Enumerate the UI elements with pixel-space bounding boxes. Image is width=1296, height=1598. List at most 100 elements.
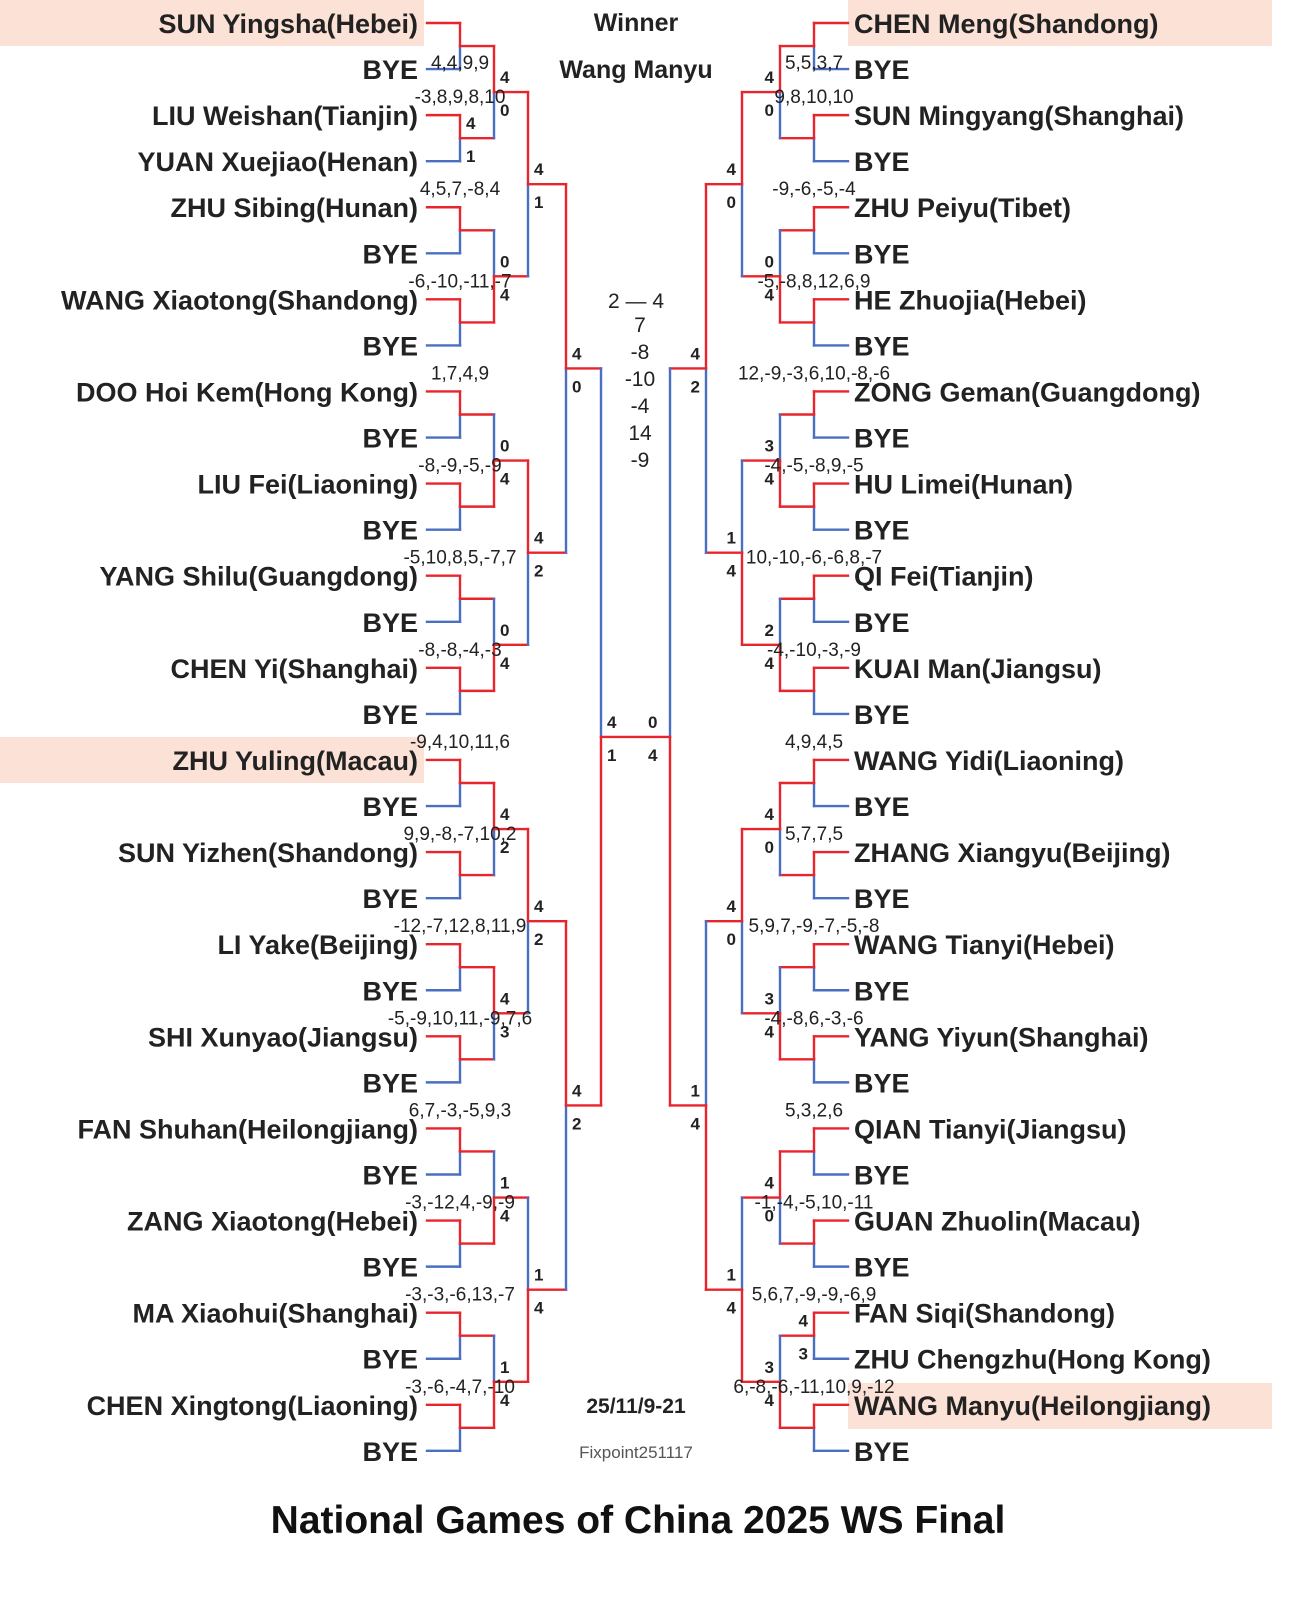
left-left_r1-match-2-top-score: 4 xyxy=(466,114,476,133)
right-right_r1-match-15-bottom-score: 3 xyxy=(799,1345,808,1364)
left-player-5: ZHU Sibing(Hunan) xyxy=(171,193,418,223)
right-player-28: BYE xyxy=(854,1253,910,1283)
left-left_r2-match-5-bottom-score: 2 xyxy=(500,838,509,857)
left-player-19: SUN Yizhen(Shandong) xyxy=(118,838,418,868)
left-player-30: BYE xyxy=(362,1345,418,1375)
right-pair-9-game-scores: 4,9,4,5 xyxy=(785,732,843,753)
right-right_r2-match-6-bottom-score: 4 xyxy=(765,1022,775,1041)
left-player-6: BYE xyxy=(362,239,418,269)
final-game-1: 7 xyxy=(634,314,646,337)
left-pair-12-game-scores: -5,-9,10,11,-9,7,6 xyxy=(388,1008,532,1029)
left-player-1: SUN Yingsha(Hebei) xyxy=(158,9,418,39)
left-left_r4-match-1-top-score: 4 xyxy=(572,344,582,363)
right-right_r2-match-7-bottom-score: 0 xyxy=(765,1207,774,1226)
final-game-3: -10 xyxy=(625,368,655,391)
left-left_r3-match-1-bottom-score: 1 xyxy=(534,193,543,212)
right-player-10: BYE xyxy=(854,424,910,454)
right-right_r2-match-2-bottom-score: 4 xyxy=(765,285,775,304)
right-player-29: FAN Siqi(Shandong) xyxy=(854,1299,1115,1329)
left-player-2: BYE xyxy=(362,55,418,85)
highlight-wang-manyu xyxy=(848,1383,1272,1429)
highlight-sun-yingsha xyxy=(0,0,424,46)
right-player-14: BYE xyxy=(854,608,910,638)
right-right_r2-match-2-top-score: 0 xyxy=(765,252,774,271)
left-player-26: BYE xyxy=(362,1161,418,1191)
right-right_r3-match-4-top-score: 1 xyxy=(727,1266,736,1285)
right-pair-7-game-scores: 10,-10,-6,-6,8,-7 xyxy=(746,548,882,569)
left-pair-1-game-scores: 4,4,9,9 xyxy=(431,53,489,74)
left-player-21: LI Yake(Beijing) xyxy=(217,930,418,960)
left-pair-15-game-scores: -3,-3,-6,13,-7 xyxy=(405,1285,515,1306)
left-left_r2-match-8-top-score: 1 xyxy=(500,1358,509,1377)
left-pair-7-game-scores: -5,10,8,5,-7,7 xyxy=(403,548,516,569)
left-player-29: MA Xiaohui(Shanghai) xyxy=(133,1299,419,1329)
bracket-lines xyxy=(425,21,850,1453)
winner-name: Wang Manyu xyxy=(559,56,712,84)
left-player-12: BYE xyxy=(362,516,418,546)
left-player-20: BYE xyxy=(362,884,418,914)
right-player-23: YANG Yiyun(Shanghai) xyxy=(854,1022,1149,1052)
left-player-13: YANG Shilu(Guangdong) xyxy=(100,562,418,592)
left-player-10: BYE xyxy=(362,424,418,454)
right-right_r2-match-8-bottom-score: 4 xyxy=(765,1391,775,1410)
right-right_r4-match-1-top-score: 4 xyxy=(691,344,701,363)
right-right_r3-match-3-top-score: 4 xyxy=(727,897,737,916)
left-player-7: WANG Xiaotong(Shandong) xyxy=(61,285,418,315)
left-left_r2-match-4-top-score: 0 xyxy=(500,621,509,640)
right-player-4: BYE xyxy=(854,147,910,177)
right-pair-4-game-scores: -5,-8,8,12,6,9 xyxy=(757,271,870,292)
left-left_r3-match-3-top-score: 4 xyxy=(534,897,544,916)
left-player-3: LIU Weishan(Tianjin) xyxy=(152,101,418,131)
left-player-18: BYE xyxy=(362,792,418,822)
left-player-8: BYE xyxy=(362,331,418,361)
right-pair-16-game-scores: 6,-8,-6,-11,10,9,-12 xyxy=(733,1377,894,1398)
left-left_r4-match-1-bottom-score: 0 xyxy=(572,377,581,396)
left-pair-4-game-scores: -6,-10,-11,-7 xyxy=(408,271,511,292)
left-left_r3-match-4-top-score: 1 xyxy=(534,1266,543,1285)
left-left_r2-match-5-top-score: 4 xyxy=(500,805,510,824)
event-date: 25/11/9-21 xyxy=(586,1395,686,1418)
right-player-18: BYE xyxy=(854,792,910,822)
final-game-5: 14 xyxy=(628,422,652,445)
left-pair-11-game-scores: -12,-7,12,8,11,9 xyxy=(394,916,527,937)
right-right_r2-match-4-bottom-score: 4 xyxy=(765,654,775,673)
right-right_r2-match-5-top-score: 4 xyxy=(765,805,775,824)
highlight-chen-meng xyxy=(848,0,1272,46)
highlight-zhu-yuling xyxy=(0,737,424,783)
left-left_r3-match-3-bottom-score: 2 xyxy=(534,930,543,949)
right-player-26: BYE xyxy=(854,1161,910,1191)
left-player-9: DOO Hoi Kem(Hong Kong) xyxy=(76,377,418,407)
right-player-25: QIAN Tianyi(Jiangsu) xyxy=(854,1114,1127,1144)
left-left_r2-match-6-top-score: 4 xyxy=(500,989,510,1008)
left-left_r2-match-3-bottom-score: 4 xyxy=(500,470,510,489)
left-player-32: BYE xyxy=(362,1437,418,1467)
right-right_r3-match-3-bottom-score: 0 xyxy=(727,930,736,949)
right-right_r4-match-2-bottom-score: 4 xyxy=(691,1114,701,1133)
right-pair-14-game-scores: -1,-4,-5,10,-11 xyxy=(755,1193,874,1214)
right-pair-3-game-scores: -9,-6,-5,-4 xyxy=(772,179,856,200)
left-left_r1-match-2-bottom-score: 1 xyxy=(466,147,475,166)
right-player-16: BYE xyxy=(854,700,910,730)
final-game-4: -4 xyxy=(631,395,650,418)
right-right_r2-match-8-top-score: 3 xyxy=(765,1358,774,1377)
right-right_r2-match-1-bottom-score: 0 xyxy=(765,101,774,120)
page-title: National Games of China 2025 WS Final xyxy=(271,1499,1006,1542)
right-right_r3-match-2-bottom-score: 4 xyxy=(727,562,737,581)
left-pair-9-game-scores: -9,4,10,11,6 xyxy=(410,732,510,753)
right-pair-10-game-scores: 5,7,7,5 xyxy=(785,824,843,845)
final-right-bottom-score: 4 xyxy=(648,746,658,765)
credit-text: Fixpoint251117 xyxy=(579,1443,693,1462)
final-game-6: -9 xyxy=(631,449,650,472)
right-player-1: CHEN Meng(Shandong) xyxy=(854,9,1158,39)
final-game-2: -8 xyxy=(631,341,650,364)
right-player-5: ZHU Peiyu(Tibet) xyxy=(854,193,1071,223)
left-player-22: BYE xyxy=(362,976,418,1006)
left-left_r2-match-6-bottom-score: 3 xyxy=(500,1022,509,1041)
left-player-23: SHI Xunyao(Jiangsu) xyxy=(148,1022,418,1052)
right-pair-13-game-scores: 5,3,2,6 xyxy=(785,1100,843,1121)
right-player-24: BYE xyxy=(854,1068,910,1098)
right-right_r2-match-3-bottom-score: 4 xyxy=(765,470,775,489)
left-player-17: ZHU Yuling(Macau) xyxy=(172,746,418,776)
final-left-top-score: 4 xyxy=(607,713,617,732)
